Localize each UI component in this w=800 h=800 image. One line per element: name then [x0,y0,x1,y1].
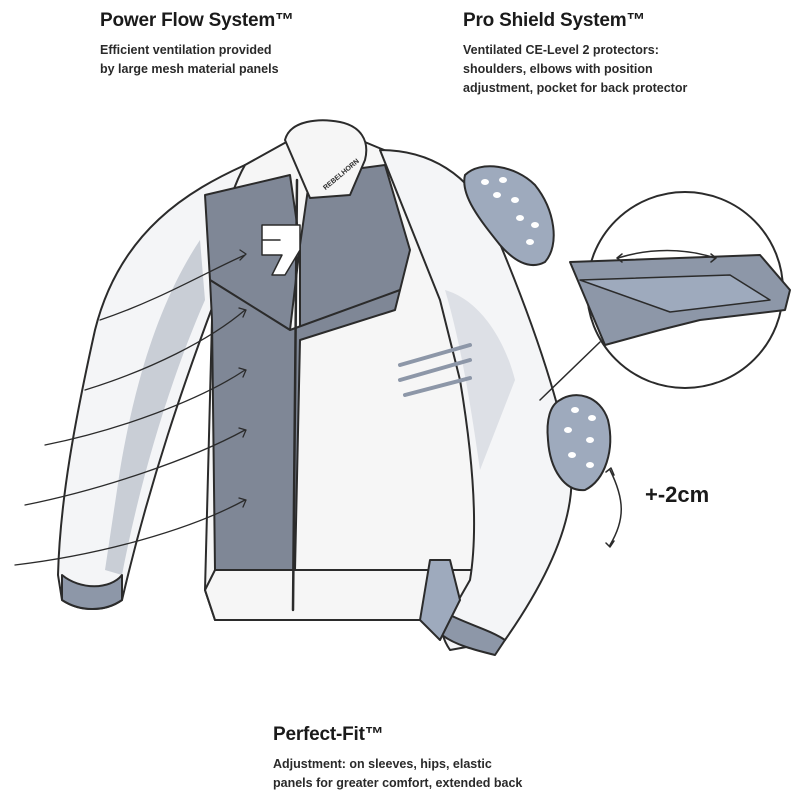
brand-logo-mark [261,224,301,276]
right-sleeve-mesh [445,290,515,470]
left-cuff [61,574,123,610]
mesh-panel-lower [209,279,401,571]
feature-title: Power Flow System™ [100,10,294,31]
feature-title: Pro Shield System™ [463,10,646,31]
side-panel [419,559,461,641]
airflow-arrow-icon [14,497,247,566]
feature-pro-shield: Pro Shield System™ Ventilated CE-Level 2… [463,10,687,98]
airflow-arrow-icon [99,249,247,321]
elbow-protector-vents [564,407,596,468]
left-sleeve-mesh [105,240,205,575]
airflow-arrow-icon [24,427,247,506]
feature-title: Perfect-Fit™ [273,724,384,745]
feature-power-flow: Power Flow System™ Efficient ventilation… [100,10,294,79]
shoulder-protector-vents [481,177,539,245]
detail-adjust-arrow-icon [616,249,717,263]
feature-desc-line: Adjustment: on sleeves, hips, elastic [273,757,492,771]
adjustment-arrow-icon [605,467,622,548]
collar [284,119,368,199]
chest-vents [398,343,472,397]
feature-desc-line: by large mesh material panels [100,62,279,76]
feature-desc-line: Efficient ventilation provided [100,43,272,57]
feature-desc-line: Ventilated CE-Level 2 protectors: [463,43,659,57]
airflow-arrow-icon [44,367,247,446]
feature-desc-line: shoulders, elbows with position [463,62,653,76]
feature-desc-line: adjustment, pocket for back protector [463,81,688,95]
detail-strap-inner [579,274,771,313]
feature-desc-line: panels for greater comfort, extended bac… [273,776,523,790]
elbow-adjustment-label: +-2cm [645,482,710,507]
airflow-arrow-icon [84,307,247,391]
feature-perfect-fit: Perfect-Fit™ Adjustment: on sleeves, hip… [273,724,522,793]
airflow-arrows [14,249,247,566]
right-cuff [441,614,506,656]
detail-pointer-line [539,341,601,401]
